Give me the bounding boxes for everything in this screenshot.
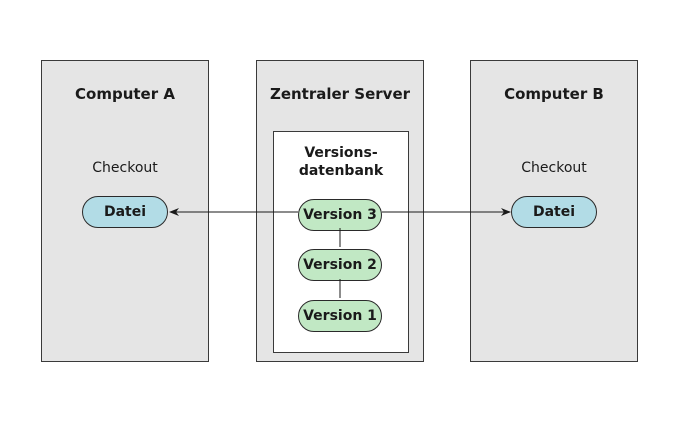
- version-database-box: Versions- datenbank Version 3 Version 2 …: [273, 131, 409, 353]
- computer-b-file-node: Datei: [511, 196, 597, 228]
- version-database-title: Versions- datenbank: [274, 144, 408, 180]
- computer-a-checkout-label: Checkout: [92, 160, 158, 176]
- computer-b-checkout-label: Checkout: [521, 160, 587, 176]
- version-database-title-line2: datenbank: [298, 163, 384, 179]
- version-2-node: Version 2: [298, 249, 382, 281]
- version-1-node: Version 1: [298, 300, 382, 332]
- version-3-node: Version 3: [298, 199, 382, 231]
- computer-a-file-node: Datei: [82, 196, 168, 228]
- computer-a-panel: Computer A Checkout Datei: [41, 60, 209, 362]
- central-server-title: Zentraler Server: [269, 85, 411, 103]
- central-server-panel: Zentraler Server Versions- datenbank Ver…: [256, 60, 424, 362]
- computer-b-panel: Computer B Checkout Datei: [470, 60, 638, 362]
- computer-a-title: Computer A: [75, 85, 175, 103]
- computer-b-title: Computer B: [504, 85, 604, 103]
- version-database-title-line1: Versions-: [304, 145, 378, 161]
